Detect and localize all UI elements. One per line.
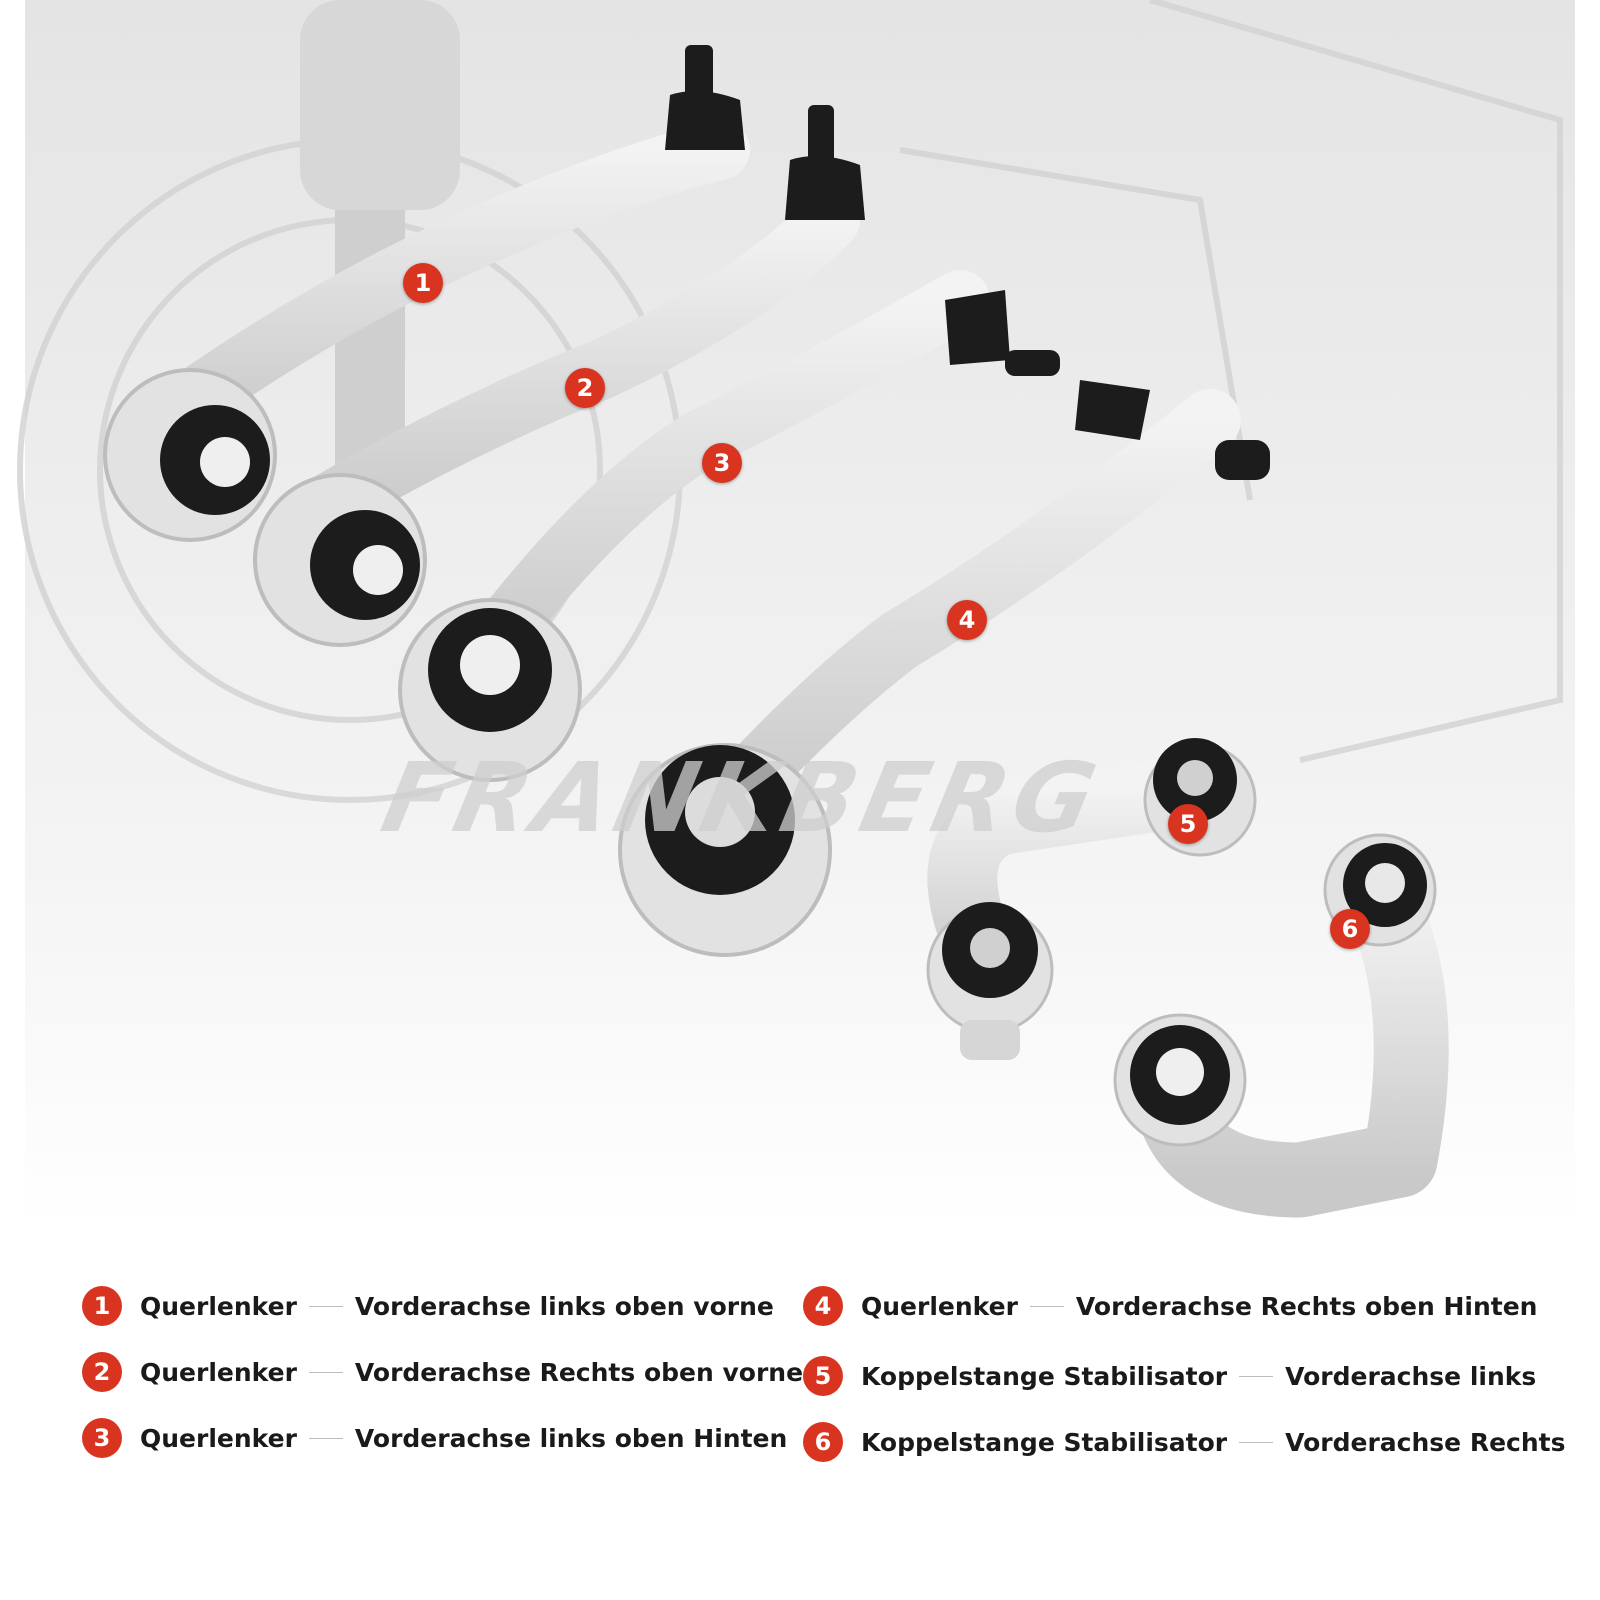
legend-part-name: Querlenker [140,1423,297,1453]
control-arm-4 [618,380,1270,957]
legend-separator [308,1305,343,1307]
marker-4: 4 [947,600,987,640]
legend-item-1: 1 Querlenker Vorderachse links oben vorn… [82,1286,774,1326]
parts-illustration [17,0,1575,1230]
legend-separator [1029,1305,1064,1307]
legend-part-name: Koppelstange Stabilisator [861,1361,1228,1391]
legend-number: 1 [82,1286,122,1326]
marker-3: 3 [702,443,742,483]
legend-number: 5 [803,1356,843,1396]
control-arm-1 [103,45,750,542]
marker-2: 2 [565,368,605,408]
legend-item-3: 3 Querlenker Vorderachse links oben Hint… [82,1418,787,1458]
legend-number: 6 [803,1422,843,1462]
legend-item-4: 4 Querlenker Vorderachse Rechts oben Hin… [803,1286,1537,1326]
legend-separator [1239,1441,1274,1443]
stabilizer-link-6 [1113,833,1449,1218]
legend-part-position: Vorderachse links [1285,1361,1537,1391]
legend-part-name: Querlenker [140,1291,297,1321]
marker-1: 1 [403,263,443,303]
legend-item-2: 2 Querlenker Vorderachse Rechts oben vor… [82,1352,803,1392]
legend-number: 3 [82,1418,122,1458]
legend-separator [308,1437,343,1439]
legend-item-5: 5 Koppelstange Stabilisator Vorderachse … [803,1356,1536,1396]
shock-absorber-boot [300,0,460,210]
legend-part-position: Vorderachse Rechts oben vorne [354,1357,804,1387]
legend-item-6: 6 Koppelstange Stabilisator Vorderachse … [803,1422,1565,1462]
legend-number: 2 [82,1352,122,1392]
legend-number: 4 [803,1286,843,1326]
control-arm-3 [398,270,1060,782]
legend-part-position: Vorderachse Rechts oben Hinten [1075,1291,1538,1321]
product-scene: FRANKBERG 1 2 3 4 5 6 [17,0,1575,1230]
legend-part-name: Querlenker [140,1357,297,1387]
legend-part-position: Vorderachse Rechts [1285,1427,1566,1457]
brand-watermark: FRANKBERG [373,742,1111,854]
legend-part-position: Vorderachse links oben vorne [354,1291,774,1321]
legend-part-name: Koppelstange Stabilisator [861,1427,1228,1457]
marker-5: 5 [1168,804,1208,844]
legend-separator [1239,1375,1274,1377]
legend-separator [308,1371,343,1373]
marker-6: 6 [1330,909,1370,949]
control-arm-2 [253,105,865,647]
legend-part-name: Querlenker [861,1291,1018,1321]
legend-part-position: Vorderachse links oben Hinten [354,1423,788,1453]
